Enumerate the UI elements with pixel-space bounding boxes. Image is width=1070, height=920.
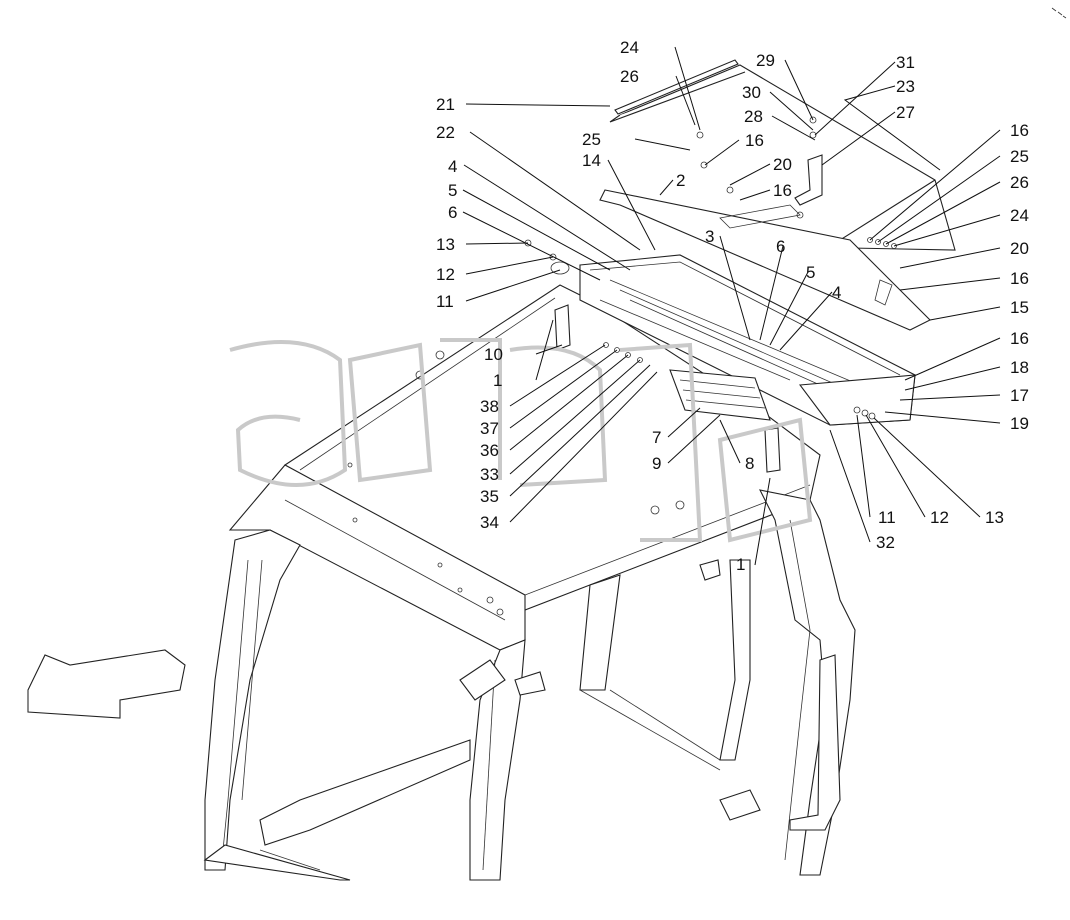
- callout-33: 33: [480, 465, 499, 484]
- callout-26-right: 26: [1010, 173, 1029, 192]
- callout-32: 32: [876, 533, 895, 552]
- callout-1-lower: 1: [736, 555, 745, 574]
- callout-4-left: 4: [448, 157, 457, 176]
- callout-34: 34: [480, 513, 499, 532]
- callout-6-right: 6: [776, 237, 785, 256]
- callout-20-b: 20: [1010, 239, 1029, 258]
- callout-11-right: 11: [878, 508, 896, 527]
- callout-29: 29: [756, 51, 775, 70]
- callout-25-left: 25: [582, 130, 601, 149]
- callout-7: 7: [652, 428, 661, 447]
- callout-5-left: 5: [448, 181, 457, 200]
- callout-20-a: 20: [773, 155, 792, 174]
- callout-35: 35: [480, 487, 499, 506]
- callout-10: 10: [484, 345, 503, 364]
- corner-mark: [1051, 7, 1067, 19]
- callout-9: 9: [652, 454, 661, 473]
- callout-27: 27: [896, 103, 915, 122]
- callout-14: 14: [582, 151, 601, 170]
- callout-26-top: 26: [620, 67, 639, 86]
- callout-25-right: 25: [1010, 147, 1029, 166]
- callout-28: 28: [744, 107, 763, 126]
- callout-1-upper: 1: [493, 371, 502, 390]
- callout-18: 18: [1010, 358, 1029, 377]
- callout-12-right: 12: [930, 508, 949, 527]
- callout-24-top: 24: [620, 38, 639, 57]
- front-direction-arrow: [27, 649, 186, 719]
- callout-16-d: 16: [1010, 269, 1029, 288]
- strip-21: [614, 59, 739, 115]
- callout-37: 37: [480, 419, 499, 438]
- callout-13-right: 13: [985, 508, 1004, 527]
- bracket-27: [794, 154, 823, 206]
- callout-6-left: 6: [448, 203, 457, 222]
- watermark: [229, 338, 813, 543]
- callout-11-left: 11: [436, 292, 454, 311]
- callout-17: 17: [1010, 386, 1029, 405]
- callout-24-right: 24: [1010, 206, 1029, 225]
- callout-23: 23: [896, 77, 915, 96]
- leader-lines: [462, 46, 1001, 566]
- roof-cover: [599, 64, 956, 331]
- callout-16-a: 16: [745, 131, 764, 150]
- callout-19: 19: [1010, 414, 1029, 433]
- callout-8: 8: [745, 454, 754, 473]
- callout-3: 3: [705, 227, 714, 246]
- callout-36: 36: [480, 441, 499, 460]
- callout-15: 15: [1010, 298, 1029, 317]
- callout-16-b: 16: [773, 181, 792, 200]
- callout-5-right: 5: [806, 263, 815, 282]
- callout-13-left: 13: [436, 235, 455, 254]
- callout-12-left: 12: [436, 265, 455, 284]
- callout-30: 30: [742, 83, 761, 102]
- callout-38: 38: [480, 397, 499, 416]
- callout-22: 22: [436, 123, 455, 142]
- cab-frame: [203, 284, 856, 881]
- callout-4-right: 4: [832, 283, 841, 302]
- callout-21: 21: [436, 95, 455, 114]
- callout-31: 31: [896, 53, 915, 72]
- callout-16-c: 16: [1010, 121, 1029, 140]
- callout-2: 2: [676, 171, 685, 190]
- callout-16-e: 16: [1010, 329, 1029, 348]
- callout-labels: 24 26 21 22 25 16 14 4 2 20 16 5 6 13 12…: [436, 38, 1029, 574]
